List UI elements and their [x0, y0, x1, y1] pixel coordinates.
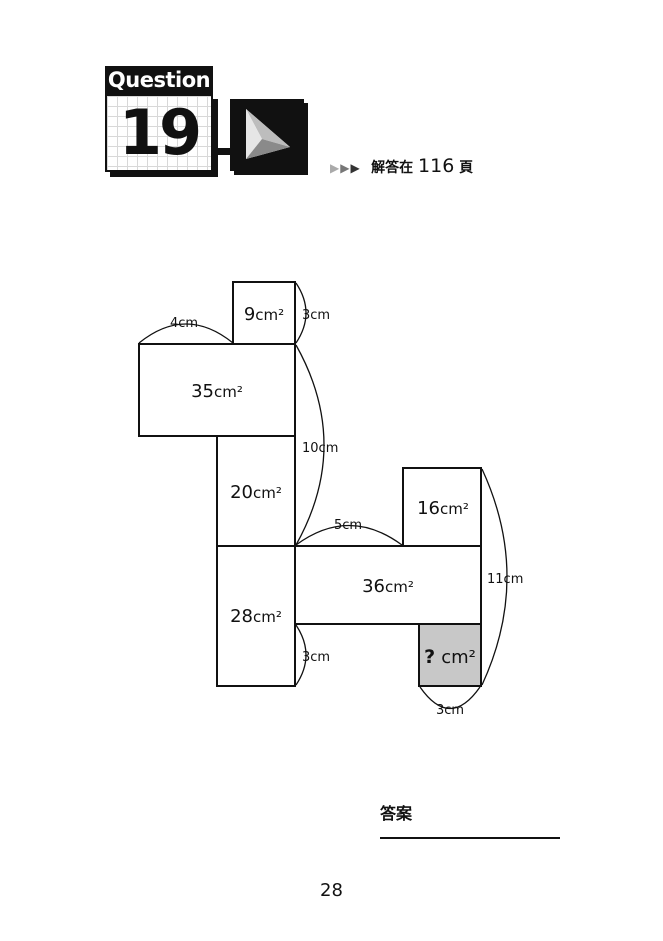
answer-page-hint: ▶▶▶ 解答在 116 頁 [330, 153, 473, 179]
dim-3cm-bottom: 3cm [436, 703, 464, 718]
brace-5cm [295, 524, 403, 546]
label-top-small: 9cm² [244, 304, 284, 325]
brace-4cm [138, 323, 234, 344]
answer-label: 答案 [380, 804, 413, 823]
brace-3cm-top [295, 282, 307, 344]
rect-unknown [418, 623, 482, 687]
hint-text: 解答在 116 頁 [371, 155, 474, 177]
rect-middle [216, 435, 296, 547]
question-word: Question [105, 66, 213, 94]
label-bottom-left: 28cm² [230, 606, 282, 627]
rect-top-right [402, 467, 482, 547]
dim-3cm-left: 3cm [302, 650, 330, 665]
question-dash [218, 148, 230, 155]
label-left-big: 35cm² [191, 381, 243, 402]
dim-11cm: 11cm [487, 572, 523, 587]
rect-left-big [138, 343, 296, 437]
rect-center-right [294, 545, 482, 625]
answer-line[interactable] [380, 837, 560, 839]
label-unknown: ?cm² [424, 646, 476, 668]
label-center-right: 36cm² [362, 576, 414, 597]
dim-5cm: 5cm [334, 518, 362, 533]
dim-3cm-top: 3cm [302, 308, 330, 323]
rect-bottom-left [216, 545, 296, 687]
page-number: 28 [320, 880, 343, 901]
label-top-right: 16cm² [417, 498, 469, 519]
brace-10cm [295, 344, 325, 546]
label-middle: 20cm² [230, 482, 282, 503]
hint-arrows-icon: ▶▶▶ [330, 161, 361, 175]
question-number-box: 19 [105, 94, 213, 172]
question-number: 19 [118, 96, 202, 169]
dim-10cm: 10cm [302, 441, 338, 456]
question-header: Question 19 [105, 66, 305, 176]
dim-4cm: 4cm [170, 316, 198, 331]
brace-11cm [481, 468, 508, 686]
brace-3cm-bottom [419, 686, 481, 710]
rect-top-small [232, 281, 296, 345]
triangle-logo-icon [230, 99, 304, 171]
brace-3cm-left [295, 624, 307, 686]
